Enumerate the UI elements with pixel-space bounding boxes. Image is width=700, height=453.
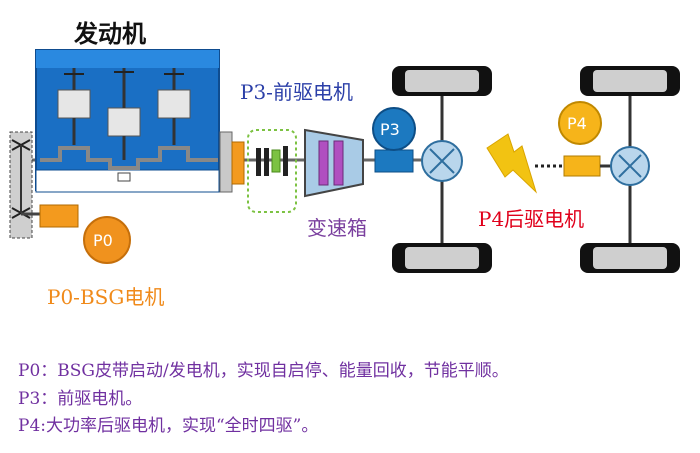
note-p0: P0：BSG皮带启动/发电机，实现自启停、能量回收，节能平顺。 (18, 361, 509, 381)
engine-block (35, 49, 220, 193)
p1-disc (231, 141, 245, 185)
p4-badge (558, 101, 602, 145)
note-p4: P4:大功率后驱电机，实现“全时四驱”。 (18, 416, 319, 436)
electric-bolt-icon (486, 133, 538, 194)
p3-title: P3-前驱电机 (240, 80, 353, 104)
p3-badge-text: P3 (380, 120, 400, 139)
engine-label: 发动机 (74, 19, 146, 48)
p0-badge (83, 216, 131, 264)
rear-axle (580, 66, 680, 273)
front-axle (392, 66, 492, 273)
flywheel (219, 131, 233, 193)
p0-title: P0-BSG电机 (47, 285, 165, 309)
p4-motor (563, 155, 601, 177)
p4-title: P4后驱电机 (478, 207, 585, 231)
clutch-assembly (247, 129, 297, 213)
gearbox-label: 变速箱 (307, 216, 367, 240)
p4-badge-text: P4 (567, 114, 587, 133)
gearbox (304, 128, 364, 198)
note-p3: P3：前驱电机。 (18, 389, 143, 409)
p0-badge-text: P0 (93, 231, 113, 250)
p3-badge (372, 107, 416, 151)
p0-bsg-motor (39, 204, 79, 228)
p3-motor (374, 149, 414, 173)
front-pulley-assembly (9, 131, 40, 239)
